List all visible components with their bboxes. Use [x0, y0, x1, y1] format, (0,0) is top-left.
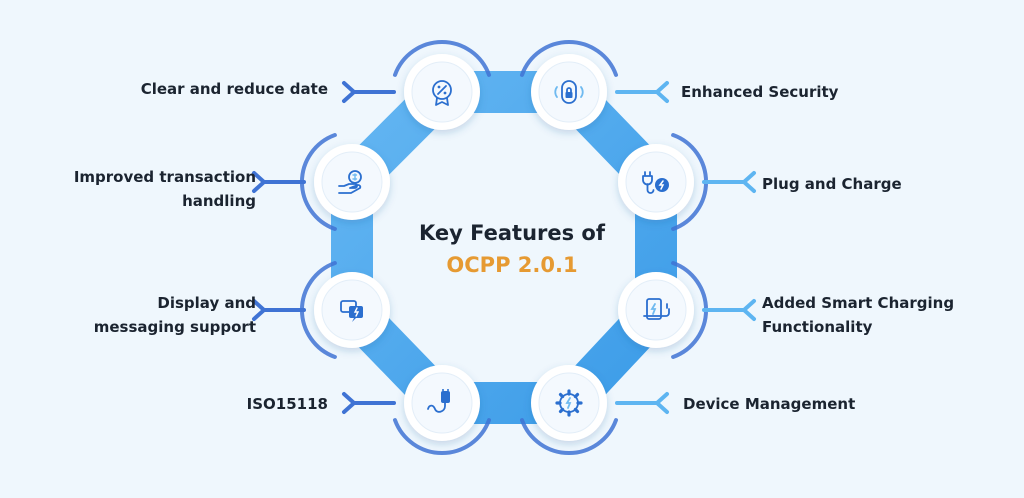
node-device-management	[531, 365, 607, 441]
arrow-clear-reduce-date	[342, 81, 396, 103]
label-enhanced-security: Enhanced Security	[681, 83, 839, 101]
node-enhanced-security	[531, 54, 607, 130]
arrow-display-messaging	[252, 299, 306, 321]
accent-arc	[393, 418, 491, 455]
arrow-device-management	[615, 392, 669, 414]
arrow-iso15118	[342, 392, 396, 414]
label-device-management: Device Management	[683, 395, 856, 413]
feature-nodes	[314, 54, 694, 441]
arrow-plug-and-charge	[702, 171, 756, 193]
smart-charging-icon	[643, 298, 670, 320]
label-display-messaging: Display and messaging support	[93, 294, 256, 336]
title-line-2: OCPP 2.0.1	[446, 253, 578, 277]
charging-cable-icon	[427, 389, 450, 413]
accent-arc	[520, 40, 618, 77]
accent-arc	[520, 418, 618, 455]
accent-arc	[393, 40, 491, 77]
title-line-1: Key Features of	[418, 221, 606, 245]
gear-lightning-icon	[555, 389, 583, 417]
arrow-smart-charging	[702, 299, 756, 321]
message-icon	[340, 300, 363, 322]
label-smart-charging: Added Smart Charging Functionality	[762, 294, 955, 336]
node-clear-reduce-date	[404, 54, 480, 130]
label-iso15118: ISO15118	[246, 395, 328, 413]
node-display-messaging	[314, 272, 390, 348]
node-iso15118	[404, 365, 480, 441]
label-plug-and-charge: Plug and Charge	[762, 175, 902, 193]
label-transaction-handling: Improved transaction handling	[73, 168, 256, 210]
feature-arrows	[252, 81, 756, 414]
plug-charge-icon	[642, 171, 669, 194]
node-smart-charging	[618, 272, 694, 348]
hand-money-icon	[338, 170, 362, 194]
center-title: Key Features of OCPP 2.0.1	[392, 218, 632, 282]
node-transaction-handling	[314, 144, 390, 220]
node-plug-and-charge	[618, 144, 694, 220]
security-lock-icon	[554, 80, 584, 104]
arrow-enhanced-security	[615, 81, 669, 103]
percent-badge-icon	[432, 80, 452, 106]
arrow-transaction-handling	[252, 171, 306, 193]
label-clear-reduce-date: Clear and reduce date	[140, 80, 328, 98]
